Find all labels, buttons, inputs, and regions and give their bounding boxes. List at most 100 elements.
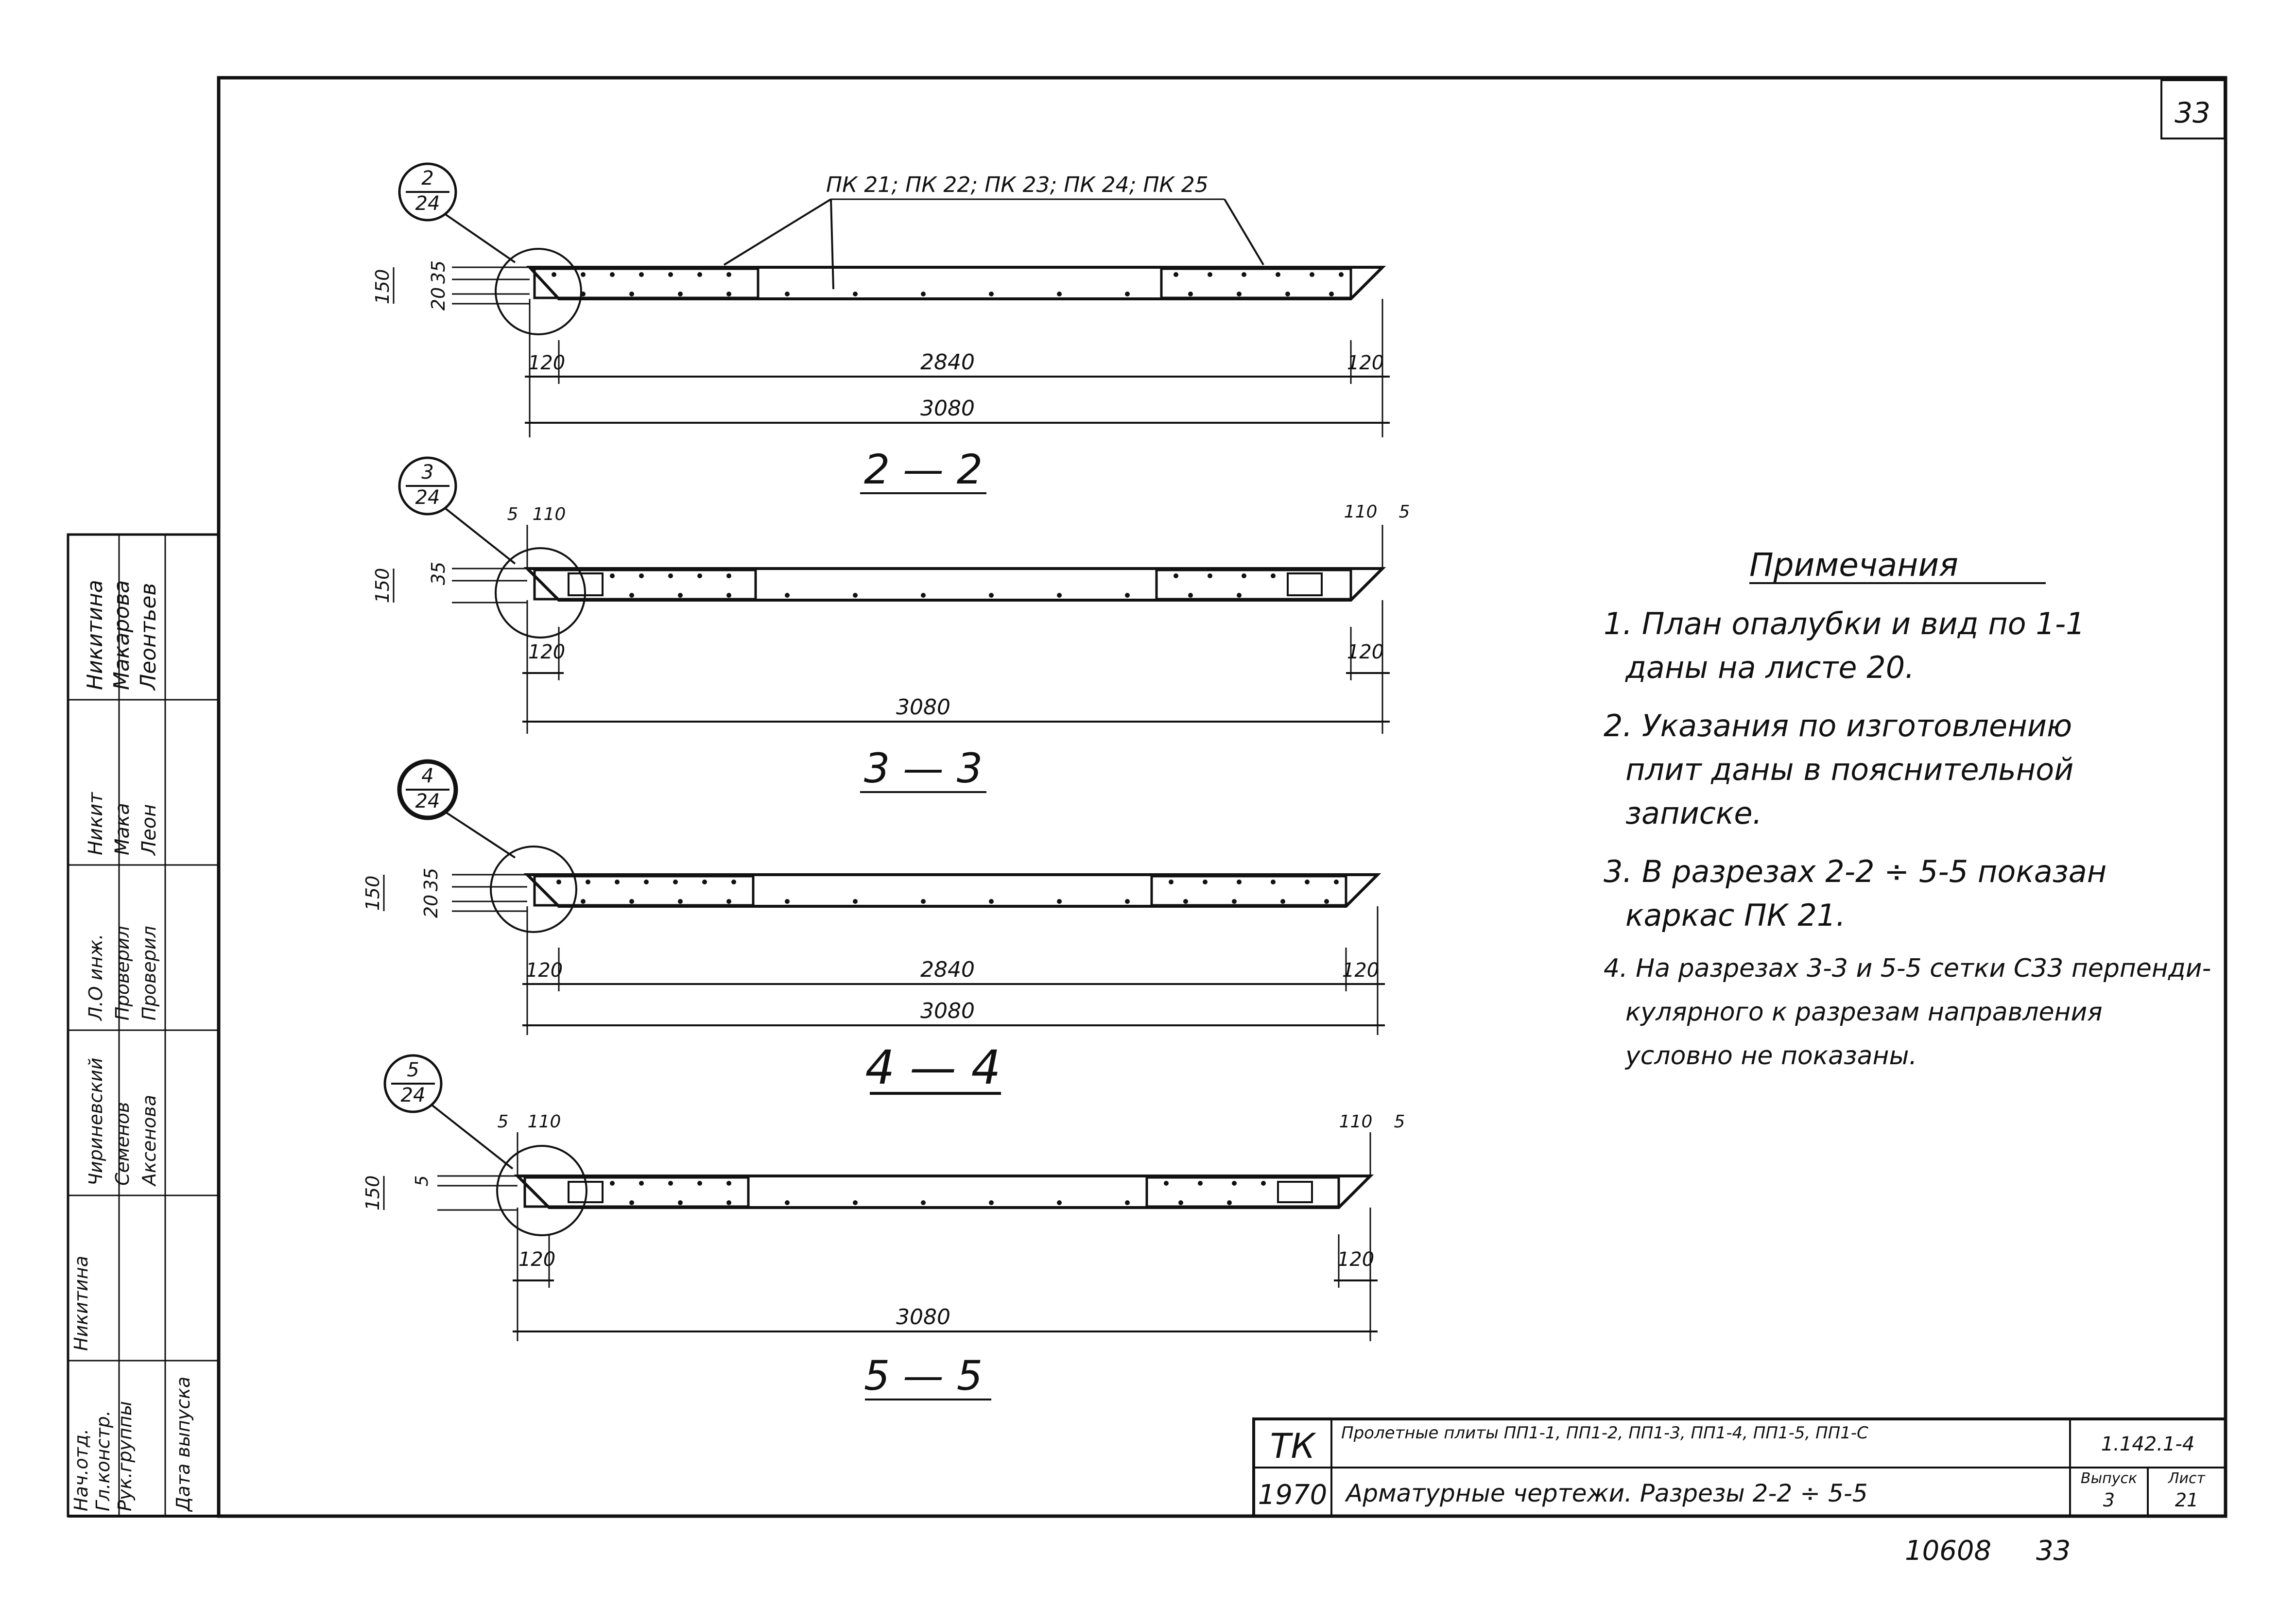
callout-3-3-top: 3 (421, 461, 433, 484)
stamp-role-3: Рук.группы (114, 1401, 136, 1511)
dim-5-5-right-gap: 5 (1394, 1112, 1405, 1132)
notes-title: Примечания (1749, 546, 1958, 584)
dim-3-3-overall: 3080 (896, 695, 950, 720)
dim-4-4-inner: 2840 (920, 957, 975, 982)
list-value: 21 (2175, 1489, 2198, 1511)
note-line-8: 4. На разрезах 3-3 и 5-5 сетки С33 перпе… (1604, 954, 2211, 983)
note-line-9: кулярного к разрезам направления (1625, 998, 2103, 1027)
stamp-role-6: Проверил (138, 926, 160, 1020)
section-2-2: 2 24 ПК 21; ПК 22; ПК 23; ПК 24; ПК 25 1… (372, 162, 1390, 494)
stamp-role-4: Л.О инж. (85, 934, 106, 1022)
dim-3-3-height: 150 (372, 568, 393, 604)
note-line-2: даны на листе 20. (1625, 650, 1915, 685)
title-block-year: 1970 (1258, 1479, 1328, 1511)
title-block-subtitle: Арматурные чертежи. Разрезы 2-2 ÷ 5-5 (1345, 1479, 1868, 1507)
dim-4-4-mid: 20 (420, 895, 442, 918)
callout-4-4-top: 4 (421, 765, 433, 787)
slab-4-4 (523, 873, 1381, 908)
stamp-role-1: Нач.отд. (70, 1429, 92, 1511)
section-5-5: 5 24 150 5 5 110 110 5 120 (362, 1054, 1405, 1400)
note-line-6: 3. В разрезах 2-2 ÷ 5-5 показан (1604, 854, 2106, 889)
dim-5-5-overall: 3080 (896, 1305, 950, 1330)
slab-5-5 (514, 1175, 1374, 1209)
note-line-1: 1. План опалубки и вид по 1-1 (1604, 606, 2085, 641)
stamp-name-6: Макарова (109, 580, 134, 690)
section-3-3: 3 24 150 35 5 110 110 5 120 (372, 456, 1410, 793)
dim-4-4-left-end: 120 (526, 959, 563, 982)
title-block-code: 1.142.1-4 (2101, 1433, 2195, 1455)
slab-3-3 (523, 567, 1386, 602)
callout-2-2-bottom: 24 (415, 192, 440, 215)
stamp-role-2: Гл.констр. (92, 1410, 114, 1511)
callout-5-5-top: 5 (407, 1059, 419, 1081)
notes-block: Примечания 1. План опалубки и вид по 1-1… (1604, 546, 2211, 1071)
section-2-2-title: 2 — 2 (864, 446, 983, 493)
stamp-sign-1: Никит (85, 792, 107, 855)
stamp-role-5: Проверил (112, 926, 133, 1020)
callout-4-4-bottom: 24 (415, 790, 440, 812)
vypusk-label: Выпуск (2081, 1470, 2137, 1487)
dim-3-3-left-end: 120 (528, 641, 565, 663)
page-number-box (2160, 79, 2226, 139)
dim-5-5-height: 150 (362, 1175, 383, 1211)
dim-2-2-left-end: 120 (528, 352, 565, 374)
dim-4-4-height: 150 (362, 876, 383, 911)
stamp-sign-3: Леон (138, 804, 160, 856)
title-block-org: ТК (1270, 1426, 1317, 1466)
callout-2-2-top: 2 (421, 167, 433, 190)
dim-5-5-right-end: 120 (1337, 1248, 1374, 1271)
stamp-name-5: Никитина (83, 580, 107, 690)
bottom-stamp-code: 10608 (1905, 1535, 1991, 1567)
dim-3-3-right-end: 120 (1347, 641, 1384, 663)
dim-5-5-left-width: 110 (528, 1112, 561, 1132)
stamp-name-4: Аксенова (138, 1095, 160, 1187)
dim-2-2-height: 150 (372, 269, 393, 305)
dim-5-5-right-width: 110 (1339, 1112, 1373, 1132)
section-4-4-callout (397, 759, 458, 820)
stamp-name-1: Никитина (70, 1256, 92, 1351)
dim-5-5-left-end: 120 (518, 1248, 555, 1271)
note-line-3: 2. Указания по изготовлению (1604, 708, 2072, 743)
dim-2-2-top: 35 (428, 260, 449, 284)
dim-3-3-left-gap: 5 (507, 504, 518, 524)
dim-3-3-right-gap: 5 (1399, 502, 1410, 522)
section-2-2-callout (398, 162, 457, 222)
note-line-7: каркас ПК 21. (1625, 898, 1846, 933)
section-3-3-callout (398, 456, 457, 516)
note-line-4: плит даны в пояснительной (1625, 752, 2073, 787)
callout-3-3-bottom: 24 (415, 486, 440, 509)
note-line-5: записке. (1625, 795, 1762, 831)
dim-3-3-left-width: 110 (533, 504, 566, 524)
slab-2-2 (526, 266, 1386, 300)
frame-label: ПК 21; ПК 22; ПК 23; ПК 24; ПК 25 (826, 173, 1208, 197)
stamp-name-3: Семенов (112, 1102, 133, 1186)
stamp-sign-2: Мака (111, 803, 134, 855)
dim-3-3-top: 35 (428, 562, 449, 585)
section-3-3-title: 3 — 3 (864, 744, 983, 792)
section-5-5-callout (383, 1054, 443, 1113)
callout-5-5-bottom: 24 (401, 1084, 426, 1106)
stamp-name-7: Леонтьев (136, 583, 161, 691)
dim-2-2-right-end: 120 (1347, 352, 1384, 374)
section-4-4: 4 24 150 35 20 120 120 2840 3080 4 — 4 (362, 759, 1385, 1095)
list-label: Лист (2168, 1470, 2206, 1487)
dim-2-2-inner: 2840 (920, 350, 975, 375)
dim-4-4-overall: 3080 (920, 999, 975, 1023)
bottom-stamp-page: 33 (2036, 1535, 2071, 1567)
stamp-name-2: Чириневский (85, 1058, 106, 1186)
stamp-footer: Дата выпуска (173, 1377, 194, 1512)
dim-4-4-top: 35 (420, 868, 442, 891)
dim-2-2-mid: 20 (428, 287, 449, 311)
title-block-title: Пролетные плиты ПП1-1, ПП1-2, ПП1-3, ПП1… (1341, 1423, 1868, 1443)
detail-circle-5-5 (496, 1145, 587, 1236)
vypusk-value: 3 (2103, 1489, 2115, 1511)
left-stamp: Нач.отд. Никитина Гл.констр. Рук.группы … (67, 533, 220, 1518)
detail-circle-3-3 (495, 547, 586, 639)
dim-2-2-overall: 3080 (920, 396, 975, 421)
section-4-4-title: 4 — 4 (865, 1040, 1001, 1095)
dim-5-5-top: 5 (412, 1175, 432, 1187)
section-5-5-title: 5 — 5 (864, 1352, 983, 1400)
dim-3-3-right-width: 110 (1344, 502, 1378, 522)
detail-circle-4-4 (490, 846, 577, 933)
